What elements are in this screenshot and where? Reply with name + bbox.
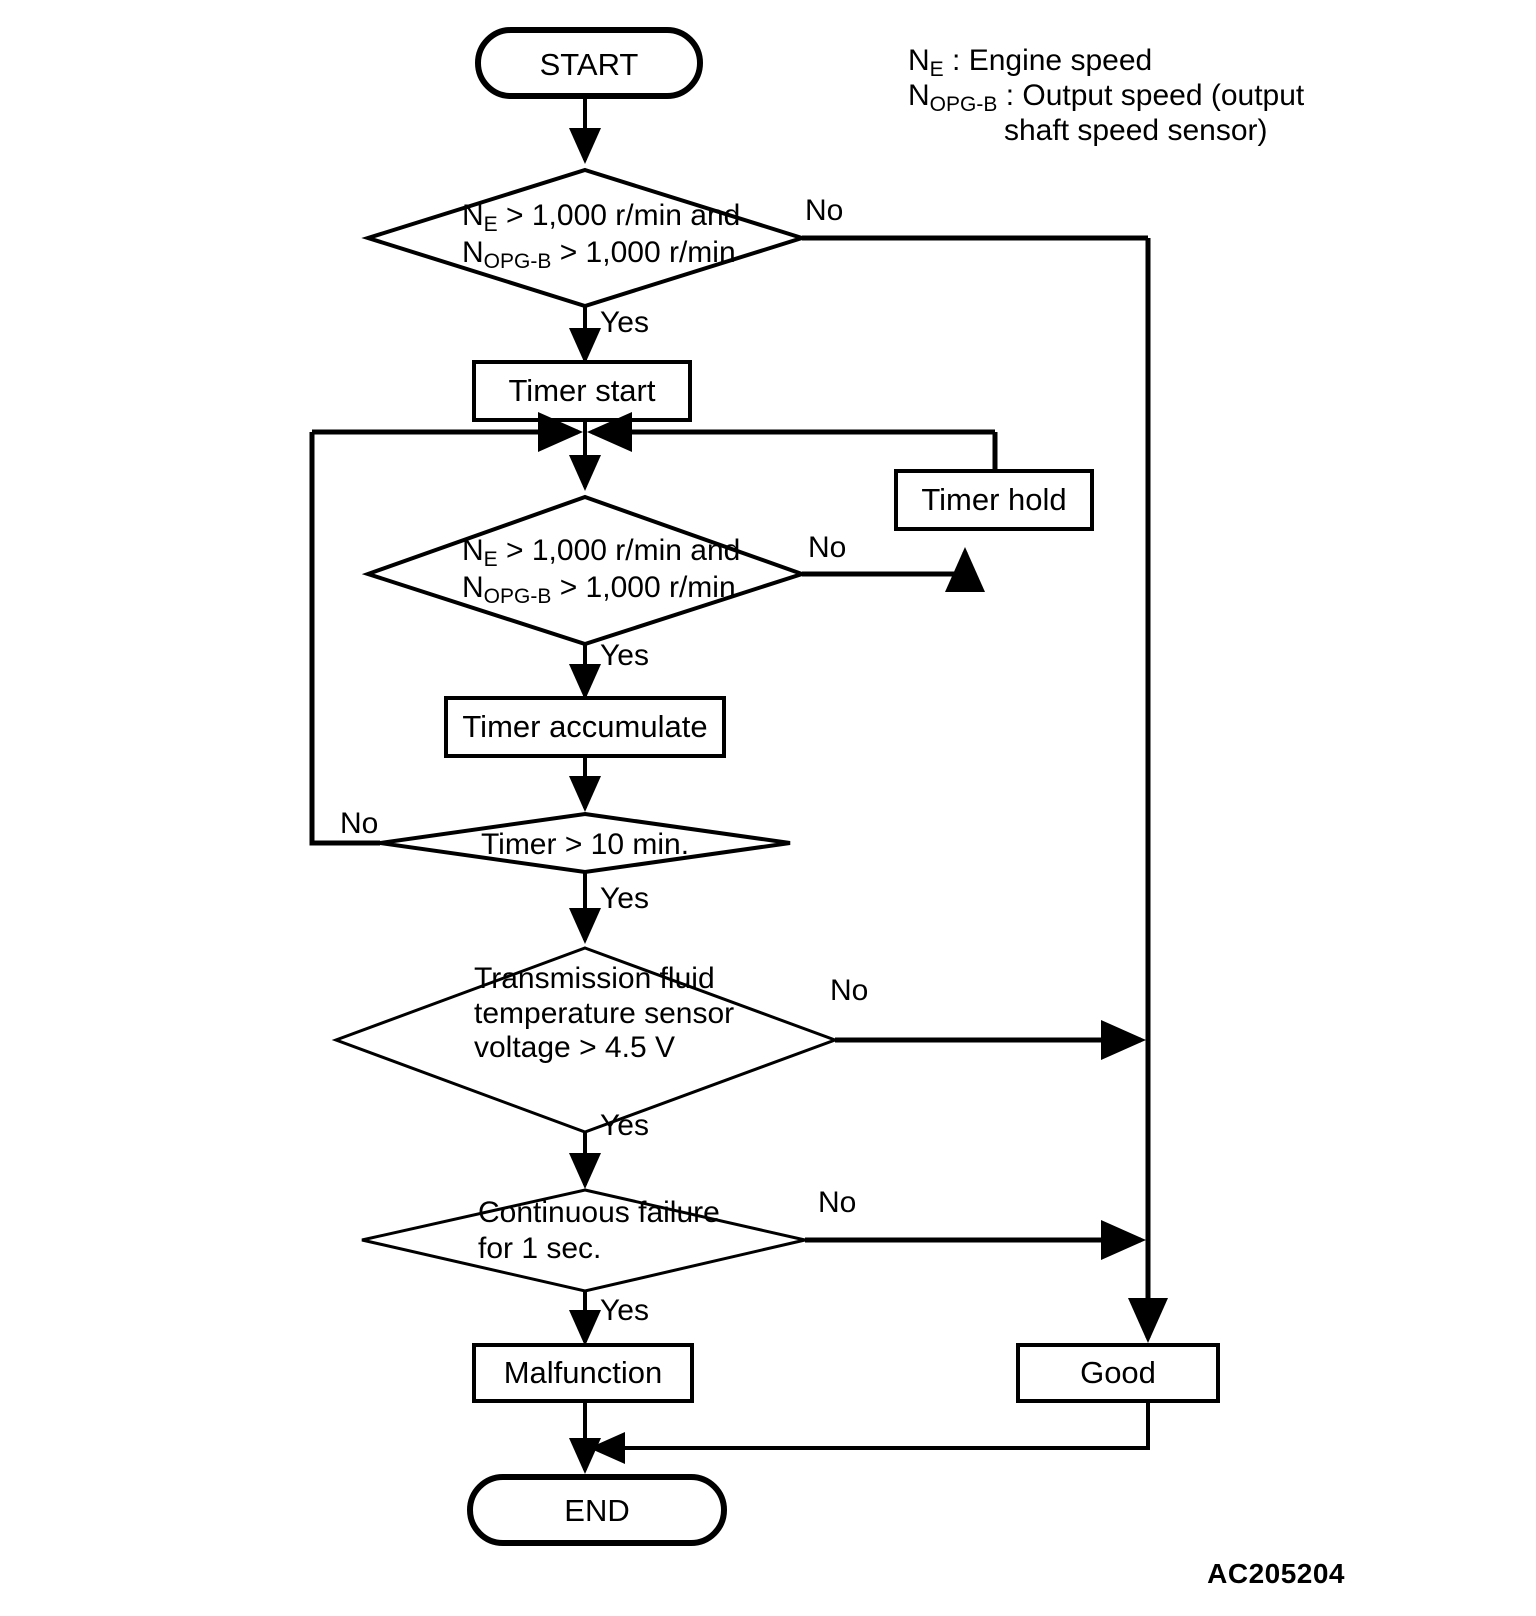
decision4-line1: Transmission fluid: [474, 962, 715, 995]
node-decision4: Transmission fluid temperature sensor vo…: [331, 946, 840, 1134]
node-good: Good: [1016, 1343, 1220, 1403]
node-start-label: START: [540, 47, 639, 82]
node-timer-accumulate-label: Timer accumulate: [462, 709, 707, 744]
node-timer-start: Timer start: [472, 360, 692, 422]
legend-line-2: NOPG-B : Output speed (output: [908, 79, 1305, 116]
legend: NE : Engine speed NOPG-B : Output speed …: [908, 44, 1305, 147]
node-malfunction-label: Malfunction: [504, 1355, 663, 1390]
node-good-label: Good: [1080, 1355, 1156, 1390]
decision1-line1: NE > 1,000 r/min and: [462, 199, 740, 236]
node-timer-accumulate: Timer accumulate: [444, 696, 726, 758]
decision2-no-label: No: [808, 531, 846, 564]
decision4-yes-label: Yes: [600, 1109, 649, 1142]
node-timer-hold-label: Timer hold: [921, 482, 1066, 517]
node-decision3: Timer > 10 min.: [379, 811, 791, 875]
decision1-line2: NOPG-B > 1,000 r/min: [462, 236, 736, 273]
node-timer-hold: Timer hold: [894, 469, 1094, 531]
decision2-line1: NE > 1,000 r/min and: [462, 534, 740, 571]
decision5-line2: for 1 sec.: [478, 1232, 601, 1265]
node-timer-start-label: Timer start: [509, 373, 656, 408]
legend-line-1: NE : Engine speed: [908, 44, 1152, 81]
decision3-yes-label: Yes: [600, 882, 649, 915]
decision1-yes-label: Yes: [600, 306, 649, 339]
node-start: START: [475, 27, 703, 99]
decision2-line2: NOPG-B > 1,000 r/min: [462, 571, 736, 608]
decision5-line1: Continuous failure: [478, 1196, 720, 1229]
node-decision1: NE > 1,000 r/min and NOPG-B > 1,000 r/mi…: [361, 167, 809, 309]
figure-code: AC205204: [1207, 1558, 1345, 1589]
decision3-line1: Timer > 10 min.: [481, 828, 689, 861]
decision3-no-label: No: [340, 807, 378, 840]
node-end: END: [467, 1474, 727, 1546]
node-end-label: END: [564, 1493, 629, 1528]
edge-decision2-no-to-timerhold: [802, 547, 985, 592]
decision5-no-label: No: [818, 1186, 856, 1219]
edge-good-to-end-merge: [589, 1401, 1150, 1464]
node-malfunction: Malfunction: [472, 1343, 694, 1403]
decision4-line2: temperature sensor: [474, 997, 734, 1030]
decision2-yes-label: Yes: [600, 639, 649, 672]
decision4-line3: voltage > 4.5 V: [474, 1031, 675, 1064]
node-decision2: NE > 1,000 r/min and NOPG-B > 1,000 r/mi…: [361, 494, 809, 647]
decision4-no-label: No: [830, 974, 868, 1007]
decision5-yes-label: Yes: [600, 1294, 649, 1327]
node-decision5: Continuous failure for 1 sec.: [361, 1188, 806, 1293]
edge-decision3-no-loopback: [309, 432, 380, 846]
decision1-no-label: No: [805, 194, 843, 227]
legend-line-3: shaft speed sensor): [1004, 114, 1267, 147]
